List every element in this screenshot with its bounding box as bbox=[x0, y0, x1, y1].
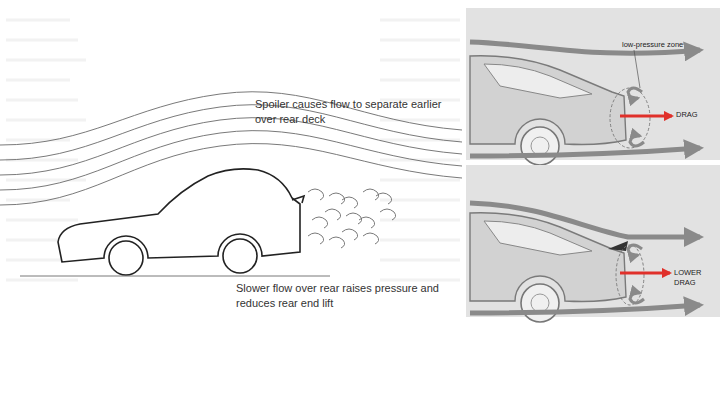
panel-background bbox=[466, 8, 720, 160]
annotation-label: Spoiler causes flow to separate earlier … bbox=[255, 97, 465, 127]
annotation-label: Slower flow over rear raises pressure an… bbox=[236, 281, 466, 311]
wheel bbox=[109, 241, 143, 275]
leader-line bbox=[634, 50, 640, 88]
wheel bbox=[223, 239, 257, 273]
wheel bbox=[521, 284, 559, 322]
car-body bbox=[58, 169, 300, 262]
drag-label: DRAG bbox=[676, 110, 698, 120]
vortex-arrow bbox=[628, 88, 642, 98]
low-pressure-zone bbox=[616, 245, 644, 305]
rear-window bbox=[484, 221, 592, 255]
spoiler bbox=[292, 196, 304, 203]
wake-swirls bbox=[308, 189, 396, 248]
rear-window bbox=[484, 64, 592, 98]
hub bbox=[531, 137, 549, 155]
ground-line bbox=[20, 276, 330, 277]
rear-view-panels bbox=[466, 8, 720, 322]
zone-label: low-pressure zone bbox=[622, 40, 683, 50]
flow-arrow bbox=[470, 148, 700, 156]
wheel bbox=[521, 127, 559, 165]
drag-arrow bbox=[620, 115, 672, 118]
vortex-arrow bbox=[630, 136, 644, 146]
low-pressure-zone bbox=[610, 88, 650, 148]
rear-panel bbox=[466, 165, 720, 322]
drag-label: LOWER DRAG bbox=[674, 268, 716, 288]
rear-panel bbox=[466, 8, 720, 165]
flow-arrow bbox=[470, 305, 700, 313]
panel-background bbox=[466, 165, 720, 317]
drag-arrow bbox=[620, 272, 670, 275]
vortex-arrow bbox=[628, 245, 642, 255]
hub bbox=[531, 294, 549, 312]
vortex-arrow bbox=[630, 293, 644, 303]
spoiler bbox=[608, 241, 628, 251]
side-view-sketch bbox=[0, 20, 462, 280]
